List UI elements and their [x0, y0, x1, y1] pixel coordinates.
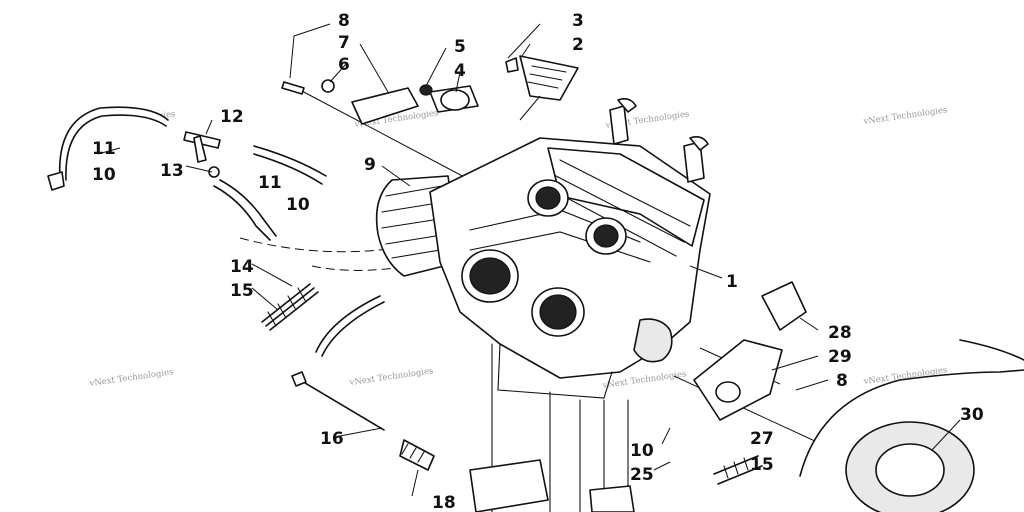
callout-11: 11 [92, 139, 116, 159]
watermark: vNext Technologies [348, 366, 434, 388]
starter-handle [505, 55, 579, 121]
callout-labels: 1 2 3 4 5 6 7 8 8 9 10 10 10 11 11 12 13… [92, 11, 984, 512]
callout-7: 7 [338, 33, 350, 53]
springs [261, 283, 763, 485]
callout-27: 27 [750, 429, 774, 449]
fitting [399, 439, 435, 471]
watermark: vNext Technologies [88, 367, 174, 389]
intake-ports [527, 179, 627, 255]
callout-leaders [97, 23, 961, 497]
callout-28: 28 [828, 323, 852, 343]
drive-clutch [799, 339, 1024, 512]
callout-10: 10 [92, 165, 116, 185]
callout-16: 16 [320, 429, 344, 449]
tee-fitting [183, 131, 221, 178]
callout-15: 15 [230, 281, 254, 301]
callout-12: 12 [220, 107, 244, 127]
coolant-elbow [281, 79, 419, 125]
callout-3: 3 [572, 11, 584, 31]
callout-2: 2 [572, 35, 584, 55]
callout-5: 5 [454, 37, 466, 57]
callout-4: 4 [454, 61, 466, 81]
callout-18: 18 [432, 493, 456, 512]
callout-8: 8 [836, 371, 848, 391]
mount-bracket [693, 281, 807, 421]
watermark: vNext Technologies [862, 105, 948, 127]
coolant-hoses [47, 106, 385, 357]
exhaust-ports [461, 249, 585, 337]
callout-6: 6 [338, 55, 350, 75]
callout-10: 10 [630, 441, 654, 461]
callout-11: 11 [258, 173, 282, 193]
callout-15: 15 [750, 455, 774, 475]
callout-14: 14 [230, 257, 254, 277]
callout-9: 9 [364, 155, 376, 175]
callout-10: 10 [286, 195, 310, 215]
callout-1: 1 [726, 272, 738, 292]
spark-plugs [609, 98, 709, 183]
callout-8: 8 [338, 11, 350, 31]
callout-25: 25 [630, 465, 654, 485]
callout-29: 29 [828, 347, 852, 367]
lower-mounts [469, 343, 635, 512]
callout-13: 13 [160, 161, 184, 181]
callout-30: 30 [960, 405, 984, 425]
long-bolt [291, 371, 385, 431]
thermostat-housing [419, 84, 479, 113]
engine-block [429, 137, 711, 399]
